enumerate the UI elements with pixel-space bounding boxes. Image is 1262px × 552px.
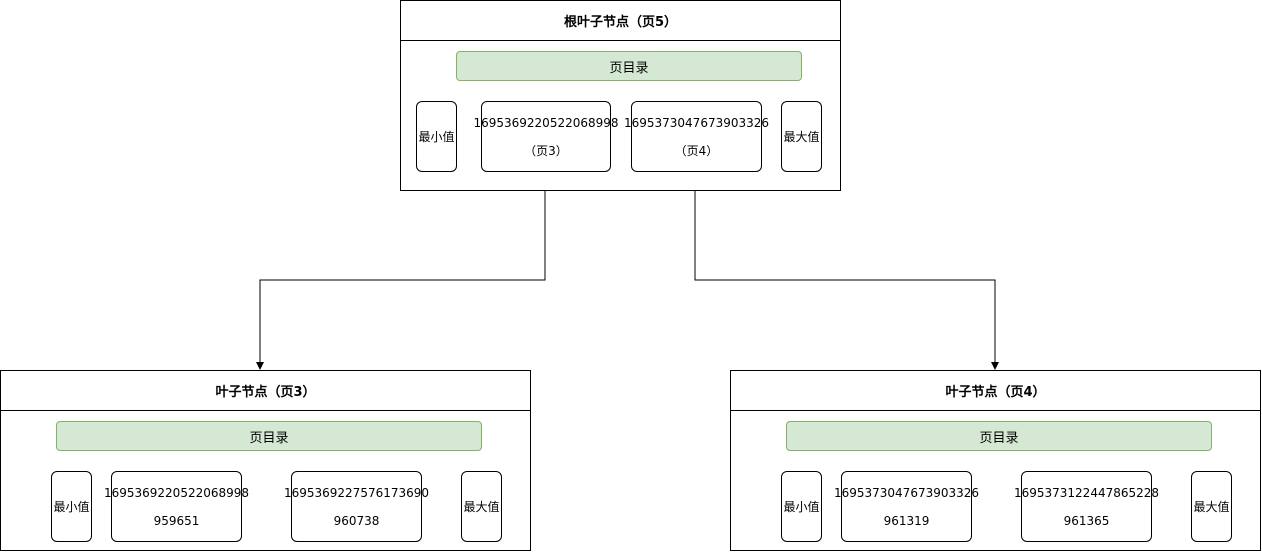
root-max-cell: 最大值 xyxy=(781,101,822,172)
edge-page3 xyxy=(256,170,546,370)
leaf-node-right: 叶子节点（页4） 页目录 最小值 1695373047673903326 961… xyxy=(730,370,1261,551)
leaf-left-page-directory: 页目录 xyxy=(56,421,482,451)
leaf-right-record-1-key: 1695373047673903326 xyxy=(833,485,980,500)
leaf-left-record-1-value: 959651 xyxy=(153,513,200,528)
root-min-label: 最小值 xyxy=(418,130,455,144)
leaf-right-record-2-key: 1695373122447865228 xyxy=(1013,485,1160,500)
leaf-right-page-directory: 页目录 xyxy=(786,421,1212,451)
leaf-right-record-1: 1695373047673903326 961319 xyxy=(834,471,979,542)
leaf-right-min-cell: 最小值 xyxy=(781,471,822,542)
leaf-right-record-2-value: 961365 xyxy=(1063,513,1110,528)
edge-page4 xyxy=(694,170,999,370)
leaf-right-max-cell: 最大值 xyxy=(1191,471,1232,542)
leaf-left-min-cell: 最小值 xyxy=(51,471,92,542)
root-record-1-key: 1695369220522068998 xyxy=(473,115,619,130)
root-record-2-key: 1695373047673903326 xyxy=(623,115,770,130)
leaf-left-title: 叶子节点（页3） xyxy=(1,371,530,411)
root-record-2-ref: （页4） xyxy=(674,143,719,158)
root-node-title: 根叶子节点（页5） xyxy=(401,1,840,41)
root-max-label: 最大值 xyxy=(783,130,820,144)
root-page-directory: 页目录 xyxy=(456,51,802,81)
root-record-1-ref: （页3） xyxy=(524,143,568,158)
leaf-left-max-cell: 最大值 xyxy=(461,471,502,542)
leaf-right-record-2: 1695373122447865228 961365 xyxy=(1014,471,1159,542)
leaf-right-title: 叶子节点（页4） xyxy=(731,371,1260,411)
leaf-right-min-label: 最小值 xyxy=(783,500,820,514)
leaf-right-max-label: 最大值 xyxy=(1193,500,1230,514)
root-record-2: 1695373047673903326 （页4） xyxy=(624,101,769,172)
leaf-left-max-label: 最大值 xyxy=(463,500,500,514)
leaf-left-record-1: 1695369220522068998 959651 xyxy=(104,471,249,542)
leaf-right-record-1-value: 961319 xyxy=(883,513,930,528)
root-record-1: 1695369220522068998 （页3） xyxy=(473,101,619,172)
leaf-node-left: 叶子节点（页3） 页目录 最小值 1695369220522068998 959… xyxy=(0,370,531,551)
leaf-left-min-label: 最小值 xyxy=(53,500,90,514)
leaf-left-record-1-key: 1695369220522068998 xyxy=(103,485,250,500)
root-min-cell: 最小值 xyxy=(416,101,457,172)
leaf-left-record-2: 1695369227576173690 960738 xyxy=(284,471,429,542)
leaf-left-record-2-value: 960738 xyxy=(333,513,380,528)
leaf-left-record-2-key: 1695369227576173690 xyxy=(283,485,430,500)
root-node: 根叶子节点（页5） 页目录 最小值 1695369220522068998 （页… xyxy=(400,0,841,191)
